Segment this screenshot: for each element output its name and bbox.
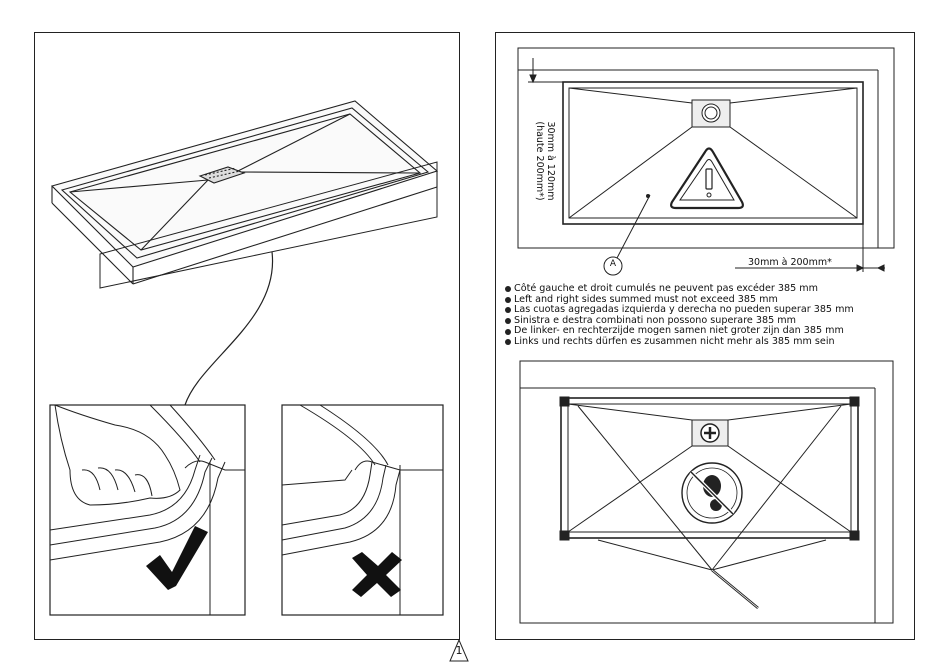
note-item: Left and right sides summed must not exc…: [505, 293, 854, 306]
note-text: Côté gauche et droit cumulés ne peuvent …: [514, 283, 818, 294]
note-item: Sinistra e destra combinati non possono …: [505, 314, 854, 327]
bullet-icon: [505, 307, 511, 314]
bullet-icon: [505, 296, 511, 303]
incorrect-installation-detail: [281, 404, 444, 616]
top-plan-view: [517, 47, 895, 276]
note-item: De linker- en rechterzijde mogen samen n…: [505, 326, 854, 337]
note-item: Links und rechts dürfen es zusammen nich…: [505, 335, 854, 348]
note-item: Côté gauche et droit cumulés ne peuvent …: [505, 283, 854, 295]
checkmark-icon: [146, 526, 208, 590]
note-text: Las cuotas agregadas izquierda y derecha…: [514, 304, 854, 316]
note-text: Sinistra e destra combinati non possono …: [514, 314, 796, 326]
shower-tray-perspective: [50, 100, 439, 406]
bullet-icon: [505, 328, 511, 335]
dimension-vertical-range: 30mm à 120mm: [545, 121, 556, 201]
note-text: De linker- en rechterzijde mogen samen n…: [514, 325, 844, 337]
no-step-icon: [681, 462, 743, 524]
dimension-vertical-label: 30mm à 120mm (haute 200mm*): [534, 101, 556, 221]
dimension-horizontal-label: 30mm à 200mm*: [748, 257, 832, 268]
installation-notes: Côté gauche et droit cumulés ne peuvent …: [505, 283, 854, 348]
callout-label: A: [609, 259, 617, 269]
dimension-vertical-note: (haute 200mm*): [534, 121, 545, 201]
note-text: Links und rechts dürfen es zusammen nich…: [514, 335, 835, 347]
cross-icon: [352, 552, 402, 597]
page-number: 1: [455, 644, 463, 657]
note-text: Left and right sides summed must not exc…: [514, 293, 778, 305]
note-item: Las cuotas agregadas izquierda y derecha…: [505, 305, 854, 316]
bullet-icon: [505, 318, 511, 325]
warning-triangle-icon: [670, 147, 744, 210]
bottom-plan-view: [519, 360, 894, 624]
bullet-icon: [505, 286, 511, 293]
bullet-icon: [505, 339, 511, 346]
correct-installation-detail: [49, 404, 246, 616]
drain-icon: [691, 419, 729, 447]
